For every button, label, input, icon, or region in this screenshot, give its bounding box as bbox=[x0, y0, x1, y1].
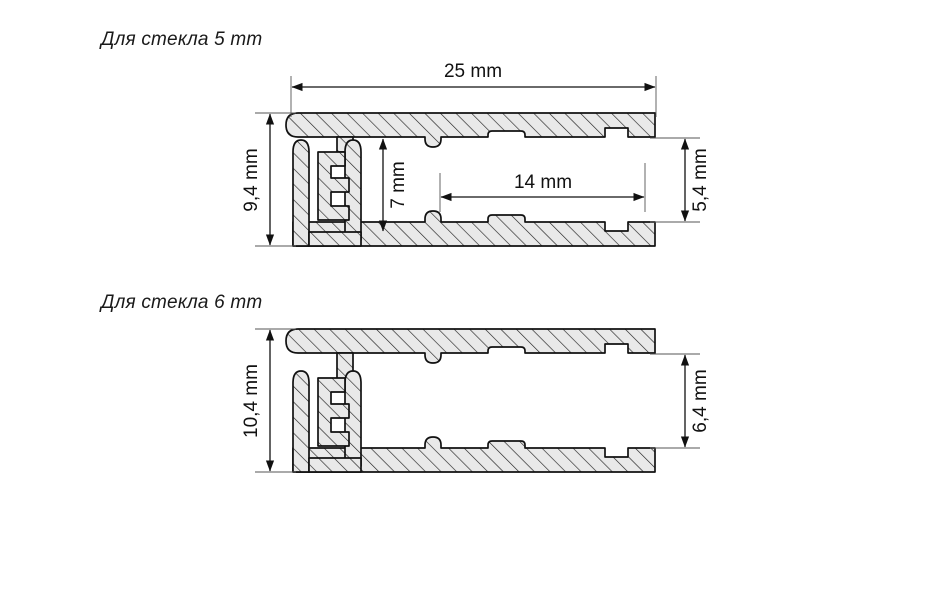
dim-label-inner-height-right-5mm: 5,4 mm bbox=[690, 148, 711, 211]
dim-label-inner-width-5mm: 14 mm bbox=[514, 172, 572, 193]
profile-shape-5mm bbox=[285, 112, 656, 247]
left-outer-channel-5mm bbox=[292, 139, 310, 247]
top-flange-6mm bbox=[285, 328, 656, 364]
left-outer-channel-6mm bbox=[292, 370, 310, 473]
dimensions-5mm: 25 mm 9,4 mm 7 mm 14 mm 5,4 mm bbox=[241, 61, 711, 247]
section-title-6mm: Для стекла 6 mm bbox=[99, 292, 262, 313]
bottom-flange-6mm bbox=[292, 436, 656, 473]
dim-label-inner-height-left-5mm: 7 mm bbox=[388, 161, 409, 209]
profile-shape-6mm bbox=[285, 328, 656, 473]
inner-e-piece-5mm bbox=[317, 151, 350, 221]
section-profile-6mm: Для стекла 6 mm 10,4 mm bbox=[99, 292, 711, 473]
dim-label-overall-width-5mm: 25 mm bbox=[444, 61, 502, 82]
dim-label-inner-height-right-6mm: 6,4 mm bbox=[690, 369, 711, 432]
dim-label-overall-height-6mm: 10,4 mm bbox=[241, 364, 262, 438]
left-floor-tie-6mm bbox=[308, 457, 362, 473]
left-floor-tie-5mm bbox=[308, 231, 362, 247]
dim-label-overall-height-5mm: 9,4 mm bbox=[241, 148, 262, 211]
bottom-flange-5mm bbox=[292, 210, 656, 247]
top-flange-5mm bbox=[285, 112, 656, 148]
dimensions-6mm: 10,4 mm 6,4 mm bbox=[241, 328, 711, 473]
section-title-5mm: Для стекла 5 mm bbox=[99, 29, 262, 50]
section-profile-5mm: Для стекла 5 mm 25 mm bbox=[99, 29, 711, 247]
inner-e-piece-6mm bbox=[317, 377, 350, 447]
